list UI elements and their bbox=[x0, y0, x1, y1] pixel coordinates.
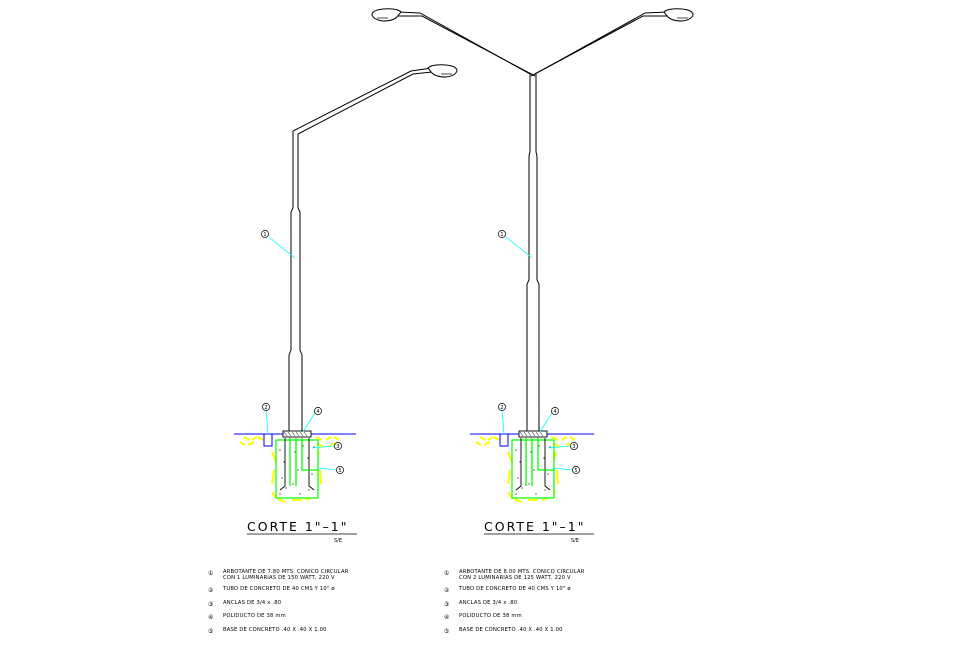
left-lamp-post: 1 bbox=[208, 64, 458, 635]
left-note-text: BASE DE CONCRETO .40 X .40 X 1.00 bbox=[223, 627, 327, 633]
right-scale-label: S/E bbox=[571, 538, 579, 544]
right-note-number: ② bbox=[444, 587, 450, 594]
right-note-text: CON 2 LUMINARIAS DE 125 WATT, 220 V bbox=[459, 575, 571, 581]
left-note-text: ANCLAS DE 3/4 x .80 bbox=[223, 600, 281, 606]
left-anchor-bolts bbox=[279, 438, 315, 491]
right-note-text: TUBO DE CONCRETO DE 40 CMS Y 10" ø bbox=[458, 586, 571, 592]
right-polyduct bbox=[525, 438, 554, 486]
left-polyduct bbox=[289, 438, 318, 486]
left-note-number: ② bbox=[208, 587, 214, 594]
left-post-arm bbox=[292, 67, 433, 135]
left-foundation: 2 4 3 5 bbox=[234, 403, 356, 503]
left-callout-2: 2 bbox=[262, 403, 270, 435]
left-note-text: POLIDUCTO DE 38 mm bbox=[223, 613, 286, 619]
svg-text:2: 2 bbox=[264, 405, 267, 411]
right-section-title: CORTE 1"–1" bbox=[484, 519, 586, 534]
svg-text:1: 1 bbox=[263, 232, 266, 238]
left-section-title: CORTE 1"–1" bbox=[247, 519, 349, 534]
right-note-text: BASE DE CONCRETO .40 X .40 X 1.00 bbox=[459, 627, 563, 633]
right-note-number: ① bbox=[444, 570, 449, 577]
left-callout-1: 1 bbox=[261, 230, 296, 259]
svg-text:1: 1 bbox=[500, 232, 503, 238]
right-callout-5: 5 bbox=[553, 466, 580, 474]
right-callout-1: 1 bbox=[498, 230, 533, 259]
right-note-text: ARBOTANTE DE 8.00 MTS. CONICO CIRCULAR bbox=[459, 569, 585, 575]
left-note-number: ⑤ bbox=[208, 628, 213, 635]
right-post-arms bbox=[397, 11, 668, 77]
left-note-number: ① bbox=[208, 570, 213, 577]
right-anchor-bolts bbox=[515, 438, 551, 491]
left-notes: ① ARBOTANTE DE 7.80 MTS. CONICO CIRCULARC… bbox=[208, 569, 349, 635]
left-scale-label: S/E bbox=[334, 538, 342, 544]
left-callout-3: 3 bbox=[311, 442, 342, 450]
left-soil-hatch bbox=[239, 436, 340, 503]
right-note-number: ③ bbox=[444, 601, 449, 608]
right-notes: ① ARBOTANTE DE 8.00 MTS. CONICO CIRCULARC… bbox=[444, 569, 585, 635]
left-note-number: ④ bbox=[208, 614, 213, 621]
svg-text:4: 4 bbox=[553, 409, 556, 415]
svg-text:5: 5 bbox=[574, 468, 577, 474]
svg-text:4: 4 bbox=[316, 409, 319, 415]
right-lamp-post: 1 bbox=[371, 8, 694, 635]
right-soil-hatch bbox=[475, 436, 576, 503]
left-callout-5: 5 bbox=[317, 466, 344, 474]
right-luminaire-head-right bbox=[663, 8, 694, 22]
right-pole-shaft bbox=[526, 74, 540, 432]
svg-text:5: 5 bbox=[338, 468, 341, 474]
svg-text:2: 2 bbox=[500, 405, 503, 411]
left-callout-4: 4 bbox=[302, 407, 322, 433]
svg-text:3: 3 bbox=[572, 444, 575, 450]
left-note-text: ARBOTANTE DE 7.80 MTS. CONICO CIRCULAR bbox=[223, 569, 349, 575]
right-note-number: ④ bbox=[444, 614, 449, 621]
right-foundation: 2 4 3 5 bbox=[470, 403, 594, 503]
left-note-number: ③ bbox=[208, 601, 213, 608]
right-note-text: POLIDUCTO DE 38 mm bbox=[459, 613, 522, 619]
right-note-number: ⑤ bbox=[444, 628, 449, 635]
right-callout-3: 3 bbox=[547, 442, 578, 450]
right-luminaire-head-left bbox=[371, 8, 402, 22]
right-note-text: ANCLAS DE 3/4 x .80 bbox=[459, 600, 517, 606]
left-luminaire-head bbox=[427, 64, 458, 78]
right-callout-2: 2 bbox=[498, 403, 506, 435]
left-note-text: TUBO DE CONCRETO DE 40 CMS Y 10" ø bbox=[222, 586, 335, 592]
right-callout-4: 4 bbox=[539, 407, 559, 433]
left-note-text: CON 1 LUMINARIAS DE 150 WATT, 220 V bbox=[223, 575, 335, 581]
svg-text:3: 3 bbox=[336, 444, 339, 450]
left-pole-shaft bbox=[288, 131, 303, 432]
